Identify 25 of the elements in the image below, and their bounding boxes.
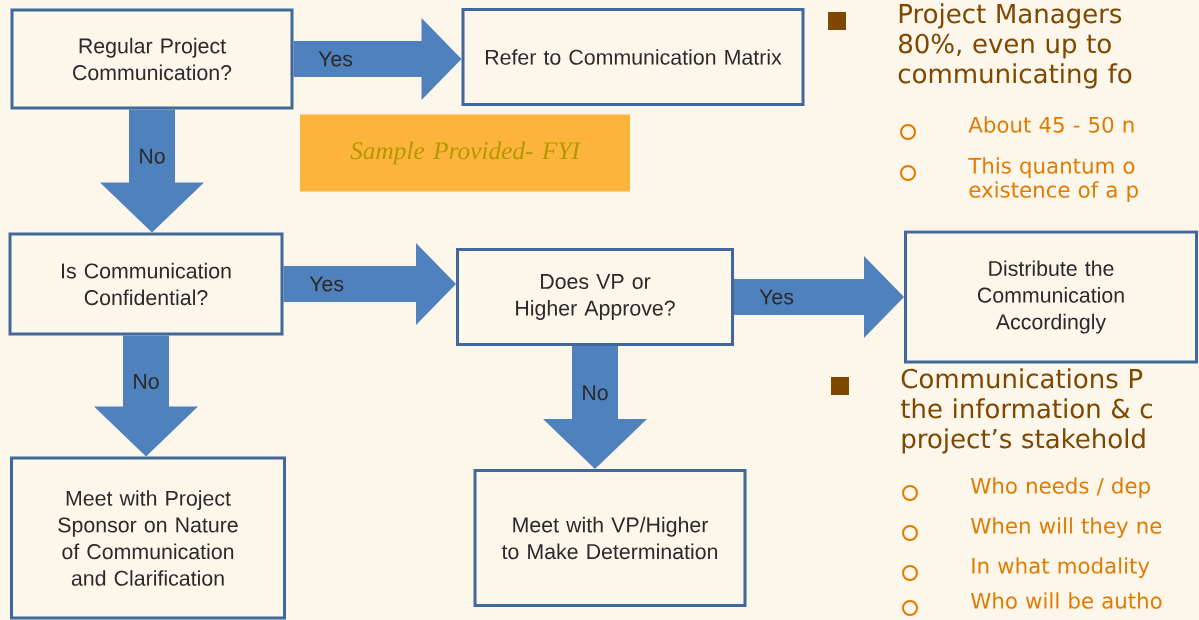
edge-label: No	[137, 147, 167, 165]
edge-label: Yes	[757, 288, 796, 306]
process-box: Regular Project Communication?	[10, 8, 294, 110]
bullet-text: Who will be autho	[971, 592, 1162, 609]
process-box: Is Communication Confidential?	[8, 232, 284, 336]
bullet-text: Who needs / dep	[971, 477, 1150, 498]
bullet-text: Project Managers 80%, even up to communicating fo	[898, 3, 1132, 89]
process-box: Meet with VP/Higher to Make Determination	[473, 469, 747, 607]
bullet-text: In what modality	[972, 557, 1150, 578]
block-arrow	[293, 18, 462, 100]
process-box: Meet with Project Sponsor on Nature of Communication and Clarification	[10, 456, 286, 620]
edge-label: Yes	[307, 275, 346, 293]
block-arrow	[543, 346, 647, 469]
process-box: Distribute the Communication Accordingly	[904, 230, 1198, 364]
block-arrow	[100, 109, 204, 233]
block-arrow	[283, 243, 456, 325]
block-arrow	[94, 335, 198, 457]
block-arrow	[734, 256, 904, 338]
edge-label: Yes	[316, 50, 355, 68]
bullet-text: When will they ne	[971, 517, 1162, 538]
bullet-text: About 45 - 50 n	[968, 116, 1134, 133]
bullet-text: This quantum o existence of a p	[968, 157, 1138, 202]
process-box: Does VP or Higher Approve?	[456, 248, 734, 346]
process-box: Refer to Communication Matrix	[461, 8, 805, 106]
note-box: Sample Provided- FYI	[300, 114, 630, 192]
